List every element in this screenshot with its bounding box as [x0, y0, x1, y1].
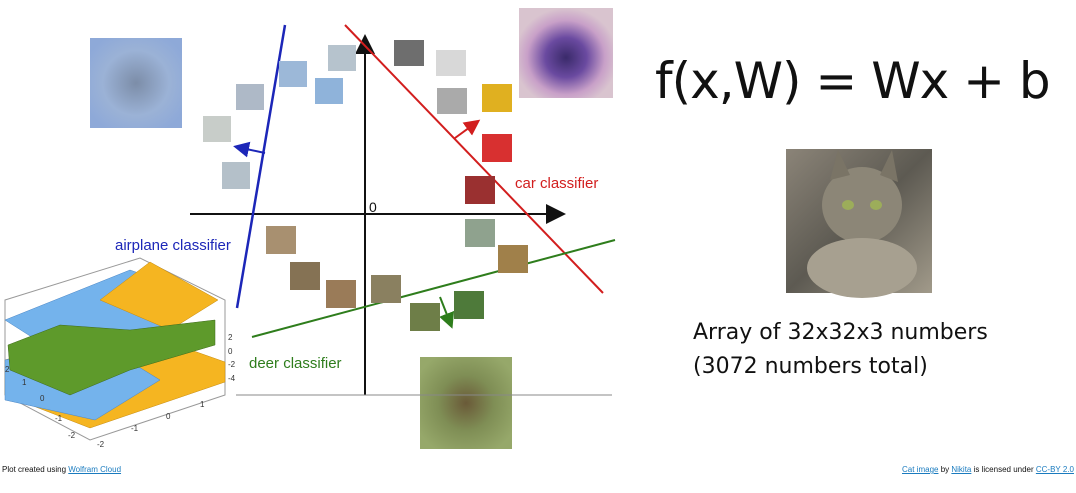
formula-text: f(x,W) = Wx + b — [655, 52, 1051, 110]
z-tick: -2 — [228, 360, 236, 369]
car-thumbnail — [394, 40, 424, 66]
deer-thumbnail — [410, 303, 440, 331]
caption-line-1: Array of 32x32x3 numbers — [693, 320, 988, 345]
airplane-thumbnails — [203, 45, 356, 189]
airplane-classifier-arrow — [233, 141, 266, 158]
cc-by-link[interactable]: CC-BY 2.0 — [1035, 465, 1074, 474]
plot-credit: Plot created using Wolfram Cloud — [2, 465, 121, 474]
airplane-thumbnail — [203, 116, 231, 142]
deer-classifier-arrow — [439, 296, 455, 329]
airplane-classifier-line — [235, 24, 287, 309]
deer-thumbnail — [371, 275, 401, 303]
deer-thumbnails — [266, 219, 528, 331]
x-tick: 2 — [5, 365, 10, 374]
airplane-template-image — [90, 38, 182, 128]
origin-label: 0 — [369, 199, 377, 215]
deer-thumbnail — [290, 262, 320, 290]
car-thumbnail — [482, 134, 512, 162]
car-thumbnail — [437, 88, 467, 114]
z-tick: 2 — [228, 333, 233, 342]
y-tick: -1 — [131, 424, 139, 433]
car-template-image — [519, 8, 613, 98]
car-classifier-line — [344, 24, 604, 294]
bird-thumbnail — [498, 245, 528, 273]
cat-caption: Array of 32x32x3 numbers (3072 numbers t… — [693, 316, 988, 384]
y-tick: -2 — [97, 440, 105, 449]
airplane-classifier-label: airplane classifier — [115, 237, 231, 254]
z-tick: 0 — [228, 347, 233, 356]
airplane-thumbnail — [328, 45, 356, 71]
cat-image-link[interactable]: Cat image — [902, 465, 939, 474]
surface-plot: 2 0 -2 -4 2 1 0 -1 -2 -2 -1 0 1 — [4, 257, 236, 449]
surface-orange-upper — [99, 261, 219, 331]
nikita-link[interactable]: Nikita — [951, 465, 972, 474]
cat-image-credit: Cat image by Nikita is licensed under CC… — [902, 465, 1074, 474]
bird-thumbnail — [465, 219, 495, 247]
deer-thumbnail — [454, 291, 484, 319]
x-tick: -1 — [55, 414, 63, 423]
airplane-thumbnail — [315, 78, 343, 104]
deer-template-image — [420, 357, 512, 449]
y-tick: 1 — [200, 400, 205, 409]
x-tick: 1 — [22, 378, 27, 387]
wolfram-cloud-link[interactable]: Wolfram Cloud — [68, 465, 122, 474]
deer-classifier-line — [251, 239, 616, 338]
caption-line-2: (3072 numbers total) — [693, 354, 928, 379]
car-thumbnails — [394, 40, 512, 204]
plot-credit-prefix: Plot created using — [2, 465, 69, 474]
airplane-thumbnail — [279, 61, 307, 87]
deer-thumbnail — [326, 280, 356, 308]
deer-thumbnail — [266, 226, 296, 254]
credit-by-text: by — [938, 465, 952, 474]
credit-license-text: is licensed under — [971, 465, 1036, 474]
car-thumbnail — [436, 50, 466, 76]
x-tick: -2 — [68, 431, 76, 440]
car-thumbnail — [465, 176, 495, 204]
x-tick: 0 — [40, 394, 45, 403]
airplane-thumbnail — [236, 84, 264, 110]
cat-photo — [786, 149, 932, 298]
y-tick: 0 — [166, 412, 171, 421]
car-classifier-arrow — [454, 119, 481, 139]
car-classifier-label: car classifier — [515, 175, 598, 192]
car-thumbnail — [482, 84, 512, 112]
z-tick: -4 — [228, 374, 236, 383]
surface-green — [7, 319, 216, 396]
airplane-thumbnail — [222, 162, 250, 189]
deer-classifier-label: deer classifier — [249, 355, 342, 372]
